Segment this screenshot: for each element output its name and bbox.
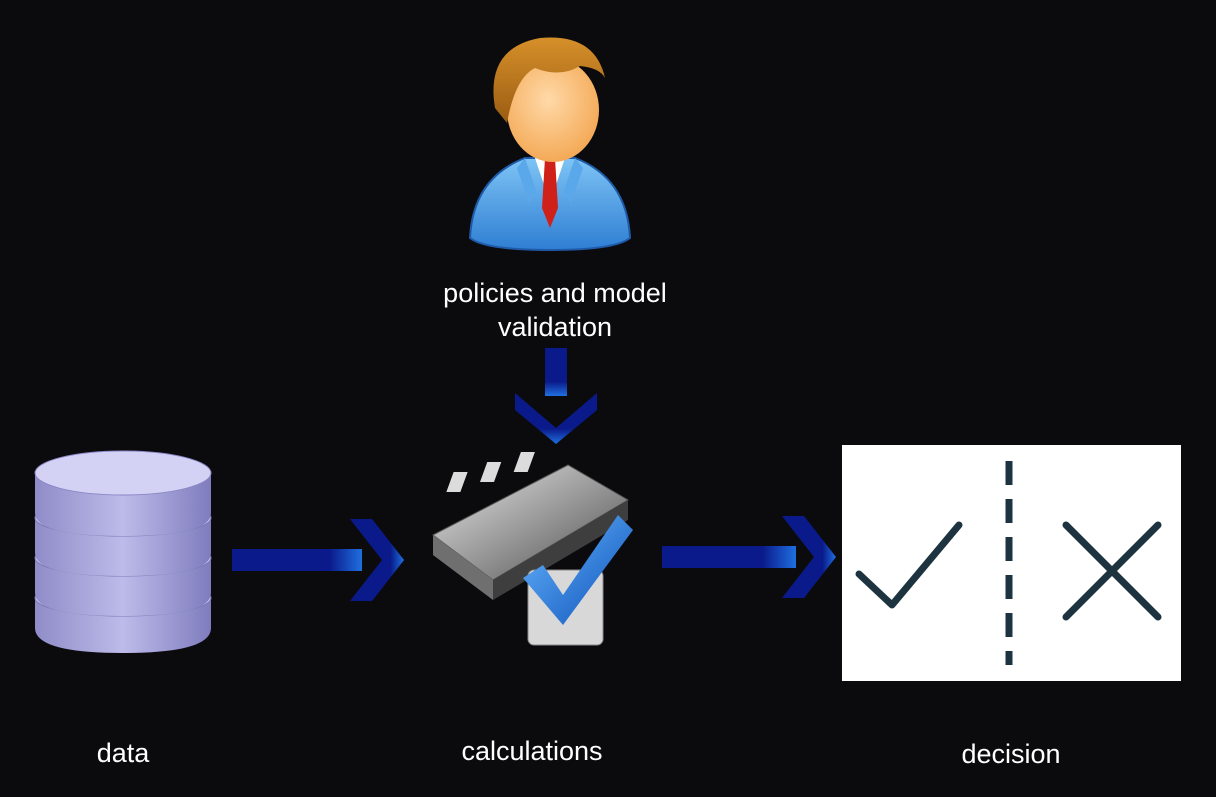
chip-check-icon [432,452,633,646]
arrow-right-icon [662,516,836,598]
policies-label-line2: validation [497,312,613,342]
calculations-label: calculations [461,736,603,766]
database-icon [34,450,212,653]
data-label: data [96,738,150,768]
arrow-down-icon [515,348,597,444]
checkmark-icon [855,521,963,609]
decision-label: decision [961,739,1061,769]
decision-panel [842,445,1181,681]
cross-icon [1062,521,1162,621]
business-person-icon [468,37,632,252]
policies-label: policies and model validation [405,276,705,344]
policies-label-line1: policies and model [443,278,667,308]
check-cross-decision-icon [855,461,1162,665]
arrow-right-icon [232,519,404,601]
